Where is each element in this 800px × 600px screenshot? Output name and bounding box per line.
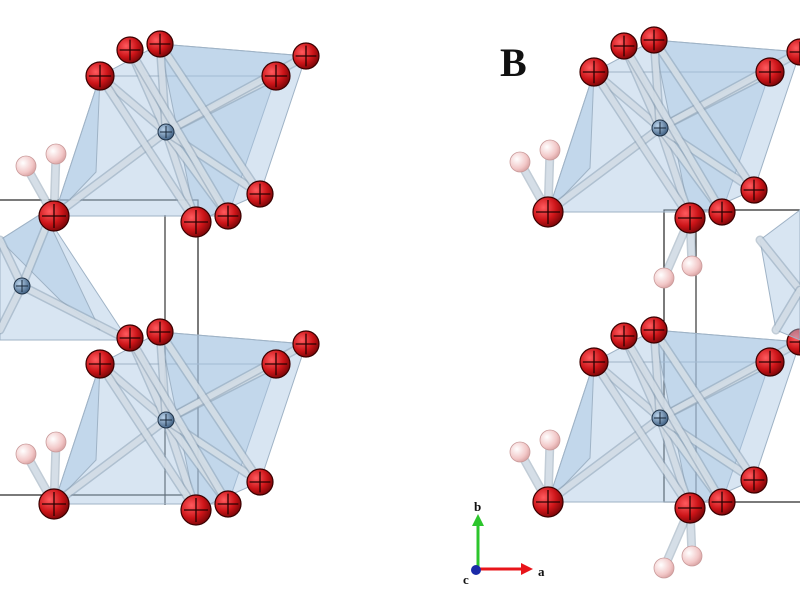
bond xyxy=(621,333,725,505)
octahedron-unit-a-top xyxy=(15,30,320,238)
oxygen-atom-axes xyxy=(643,29,665,51)
oxygen-atom-axes xyxy=(743,469,765,491)
oxygen-atom-axes xyxy=(295,333,317,355)
octahedron-unit-b-top xyxy=(509,26,800,289)
bond xyxy=(651,37,757,193)
axis-label-c: c xyxy=(463,572,469,587)
octahedron-face xyxy=(547,71,595,213)
bond xyxy=(157,329,263,485)
oxygen-atom-axes xyxy=(582,350,606,374)
oxygen-atom-axes xyxy=(678,206,702,230)
oxygen-atom-axes xyxy=(249,183,271,205)
hydrogen-atom-icon xyxy=(681,255,703,277)
oxygen-atom-axes xyxy=(264,352,288,376)
oxygen-atom-axes xyxy=(613,35,635,57)
oxygen-atom-axes xyxy=(264,64,288,88)
hydrogen-atom-icon xyxy=(653,267,675,289)
bond xyxy=(591,69,693,221)
octahedron-unit-a-bottom xyxy=(15,318,320,526)
hydrogen-atom-icon xyxy=(653,557,675,579)
axis-label-a: a xyxy=(538,564,545,579)
oxygen-atom-axes xyxy=(678,496,702,520)
oxygen-atom-axes xyxy=(582,60,606,84)
oxygen-atom-axes xyxy=(789,41,800,63)
metal-atom-axes xyxy=(160,126,172,138)
hydrogen-atom-icon xyxy=(45,143,67,165)
octahedron-face xyxy=(547,361,595,503)
oxygen-atom-axes xyxy=(119,327,141,349)
oxygen-atom-axes xyxy=(42,204,66,228)
oxygen-atom-axes xyxy=(184,210,208,234)
hydrogen-atom-icon xyxy=(45,431,67,453)
octahedron-partial xyxy=(0,207,133,345)
bond xyxy=(757,237,800,293)
oxygen-atom-axes xyxy=(613,325,635,347)
oxygen-atom-axes xyxy=(149,33,171,55)
oxygen-atom-axes xyxy=(758,60,782,84)
oxygen-atom-axes xyxy=(119,39,141,61)
hydrogen-atom-icon xyxy=(509,441,531,463)
oxygen-atom-axes xyxy=(789,331,800,353)
bond xyxy=(773,287,800,333)
bond xyxy=(127,47,231,219)
oxygen-atom-axes xyxy=(217,493,239,515)
octahedron-unit-b-bottom xyxy=(509,316,800,579)
bond xyxy=(157,41,263,197)
oxygen-atom-axes xyxy=(149,321,171,343)
oxygen-atom-axes xyxy=(88,352,112,376)
oxygen-atom-axes xyxy=(217,205,239,227)
metal-atom-axes xyxy=(160,414,172,426)
octahedron-face xyxy=(53,75,101,217)
axis-triad-icon: b a c xyxy=(463,499,545,587)
hydrogen-atom-icon xyxy=(509,151,531,173)
hydrogen-atom-icon xyxy=(539,139,561,161)
oxygen-atom-axes xyxy=(711,491,733,513)
metal-atom-axes xyxy=(654,122,666,134)
oxygen-atom-axes xyxy=(295,45,317,67)
oxygen-atom-axes xyxy=(184,498,208,522)
hydrogen-atom-icon xyxy=(15,155,37,177)
bond xyxy=(651,327,757,483)
metal-atom-axes xyxy=(654,412,666,424)
bond xyxy=(127,335,231,507)
bond xyxy=(591,359,693,511)
oxygen-atom-axes xyxy=(42,492,66,516)
octahedron-face xyxy=(53,363,101,505)
bond xyxy=(97,361,199,513)
oxygen-atom-axes xyxy=(758,350,782,374)
bond xyxy=(19,283,131,343)
unit-cell-b xyxy=(663,209,800,503)
bond xyxy=(621,43,725,215)
unit-cell-a xyxy=(0,199,199,496)
oxygen-atom-axes xyxy=(249,471,271,493)
oxygen-atom-axes xyxy=(88,64,112,88)
oxygen-atom-axes xyxy=(536,490,560,514)
hydrogen-atom-icon xyxy=(539,429,561,451)
hydrogen-atom-icon xyxy=(15,443,37,465)
structure-scene xyxy=(0,26,800,579)
bond xyxy=(97,73,199,225)
axis-label-b: b xyxy=(474,499,481,514)
oxygen-atom-axes xyxy=(743,179,765,201)
hydrogen-atom-icon xyxy=(681,545,703,567)
metal-atom-axes xyxy=(16,280,28,292)
octahedron-partial xyxy=(755,209,800,341)
oxygen-atom-axes xyxy=(711,201,733,223)
oxygen-atom-axes xyxy=(536,200,560,224)
oxygen-atom-axes xyxy=(643,319,665,341)
panel-label-b: B xyxy=(500,40,527,85)
